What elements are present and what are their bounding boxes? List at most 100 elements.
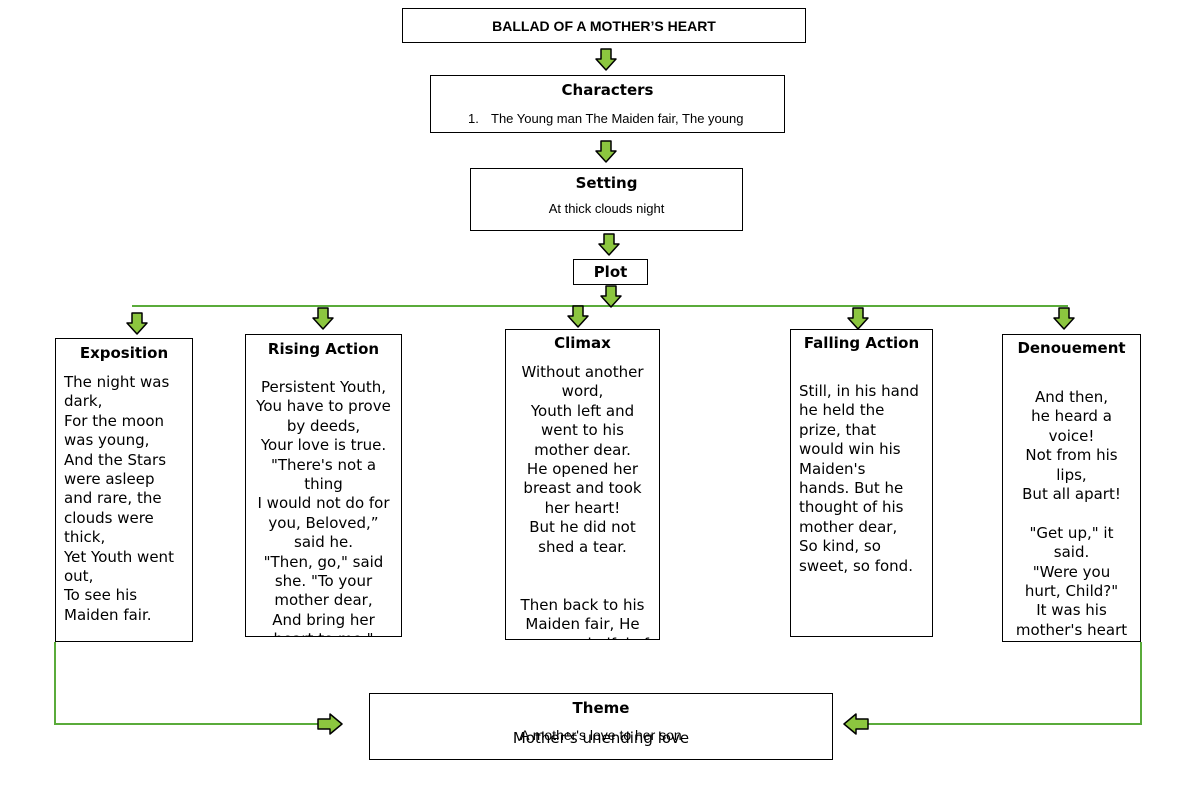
text-line: It was his [1036,601,1107,620]
text-line: But he did not [529,518,636,537]
falling-action-heading: Falling Action [803,334,920,352]
text-line: Youth left and [530,401,635,420]
text-line: The night was [64,373,170,391]
plot-heading: Plot [593,263,628,281]
theme-text-back: A mother's love to her son [520,727,682,743]
text-line: And then, [1035,388,1108,406]
text-line: hands. But he [799,479,904,498]
rising-action-box: Rising Action Persistent Youth,You have … [245,334,402,637]
arrow-down-icon [567,305,589,328]
text-line: and rare, the [64,489,162,508]
arrow-right-icon [317,713,343,735]
text-line: thick, [64,528,106,547]
arrow-down-icon [1053,307,1075,330]
exposition-to-theme-line [54,642,318,725]
text-line: Without another [521,363,644,381]
arrow-down-icon [126,312,148,335]
exposition-heading: Exposition [79,344,169,362]
setting-heading: Setting [575,174,638,192]
text-line: clouds were [64,508,154,527]
text-line: hurt, Child?" [1024,582,1119,601]
text-line: I would not do for [257,494,390,513]
text-line: "Then, go," said [263,552,384,571]
characters-item-text: The Young man The Maiden fair, The young [491,111,744,126]
arrow-down-icon [595,48,617,71]
theme-box: Theme A mother's love to her son Mother'… [369,693,833,760]
text-line: Maiden fair, He [525,615,640,634]
text-line: out, [64,567,94,586]
text-line [510,557,655,576]
arrow-down-icon [600,285,622,308]
plot-box: Plot [573,259,648,285]
arrow-down-icon [595,140,617,163]
text-line: mother dear, [274,591,373,610]
rising-action-heading: Rising Action [267,340,380,358]
text-line: To see his [64,586,138,605]
text-line: dark, [64,392,103,411]
text-line: So kind, so [799,537,881,556]
text-line: she. "To your [274,572,373,591]
text-line: mother's heart [1015,620,1128,639]
text-line [510,576,655,595]
text-line: "Were you [1032,562,1111,581]
text-line: breast and took [523,479,642,498]
text-line: shed a tear. [538,537,627,556]
text-line: voice! [1048,426,1095,445]
text-line: Then back to his [520,595,645,614]
text-line: You have to prove [256,397,391,416]
text-line: prize, that [799,420,876,439]
text-line: word, [561,382,604,401]
text-line: For the moon [64,411,165,430]
setting-text: At thick clouds night [548,201,665,216]
text-line: Not from his [1025,446,1118,465]
theme-heading: Theme [572,699,630,717]
text-line: he held the [799,401,885,420]
text-line: would win his [799,440,901,459]
text-line: He opened her [526,460,639,479]
diagram-title: BALLAD OF A MOTHER’S HEART [492,17,716,34]
title-box: BALLAD OF A MOTHER’S HEART [402,8,806,43]
text-line: mother dear, [799,517,898,536]
text-line: Still, in his hand [799,382,919,400]
text-line: were asleep [64,470,155,489]
text-line: "There's not a [270,455,377,474]
text-line: Maiden's [799,459,866,478]
arrow-down-icon [312,307,334,330]
text-line: thought of his [799,498,904,517]
text-line: runs unmindful of [510,635,655,639]
arrow-down-icon [598,233,620,256]
text-line: he heard a [1031,407,1112,426]
text-line: you, Beloved,” [268,513,379,532]
text-line: thing [304,475,343,494]
text-line: Maiden fair. [64,605,152,624]
denouement-to-theme-line [868,642,1142,725]
characters-item-number: 1. [468,111,479,126]
text-line: said. [1053,543,1090,562]
text-line: And the Stars [64,450,167,469]
characters-box: Characters 1. The Young man The Maiden f… [430,75,785,133]
text-line: was young, [64,431,150,450]
text-line: Your love is true. [260,436,387,455]
setting-box: Setting At thick clouds night [470,168,743,231]
text-line: lips, [1056,465,1087,484]
text-line: sweet, so fond. [799,556,913,575]
text-line: But all apart! [1022,485,1121,504]
text-line: "Get up," it [1029,523,1114,542]
text-line: went to his [541,421,624,440]
text-line: Persistent Youth, [261,378,386,396]
text-line: And bring her [272,610,375,629]
characters-heading: Characters [561,81,654,99]
text-line: by deeds, [286,416,361,435]
denouement-heading: Denouement [1017,339,1126,357]
text-line: mother dear. [534,440,631,459]
text-line: her heart! [544,498,621,517]
arrow-down-icon [847,307,869,330]
